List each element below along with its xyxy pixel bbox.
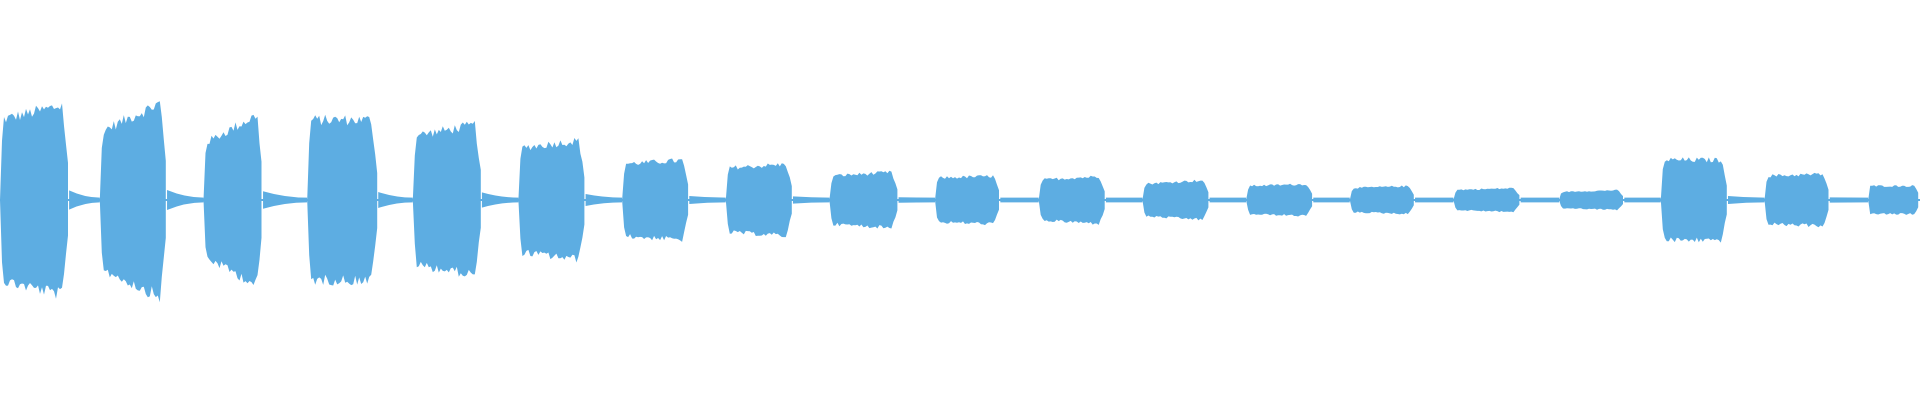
waveform-burst (725, 163, 792, 238)
waveform-tail (1000, 197, 1039, 203)
waveform-burst (518, 138, 585, 263)
waveform-burst (1660, 157, 1727, 243)
waveform-burst (99, 101, 166, 303)
waveform-tail (585, 194, 623, 206)
waveform-burst (307, 114, 378, 286)
waveform-tail (167, 190, 204, 210)
waveform-burst (1349, 185, 1414, 215)
waveform-burst (0, 103, 68, 299)
waveform-tail (1313, 197, 1350, 203)
waveform-burst (935, 175, 999, 226)
waveform-tail (1105, 197, 1143, 203)
waveform-burst (1559, 189, 1623, 211)
waveform-burst (1764, 172, 1829, 228)
waveform-tail (1624, 197, 1661, 203)
waveform-tail (263, 191, 308, 209)
waveform-tail (1728, 196, 1765, 204)
waveform-tail (378, 192, 413, 208)
waveform-burst (203, 114, 262, 286)
waveform-tail (1209, 197, 1247, 203)
waveform-tail (1520, 197, 1560, 203)
waveform-tail (69, 190, 100, 210)
waveform-burst (1453, 187, 1520, 213)
waveform-tail (898, 197, 936, 203)
waveform-burst (622, 158, 689, 242)
waveform-tail (1829, 197, 1869, 203)
waveform-burst (1246, 183, 1313, 217)
waveform-tail (1415, 197, 1454, 203)
waveform-tail (481, 192, 519, 208)
waveform-burst (829, 170, 898, 229)
waveform-burst (1038, 175, 1105, 225)
waveform-tail (792, 196, 830, 204)
waveform-burst (1868, 185, 1919, 215)
waveform-burst (1142, 179, 1209, 221)
waveform-bursts (0, 101, 1919, 303)
waveform-burst (412, 121, 481, 277)
waveform-tail (689, 196, 726, 204)
